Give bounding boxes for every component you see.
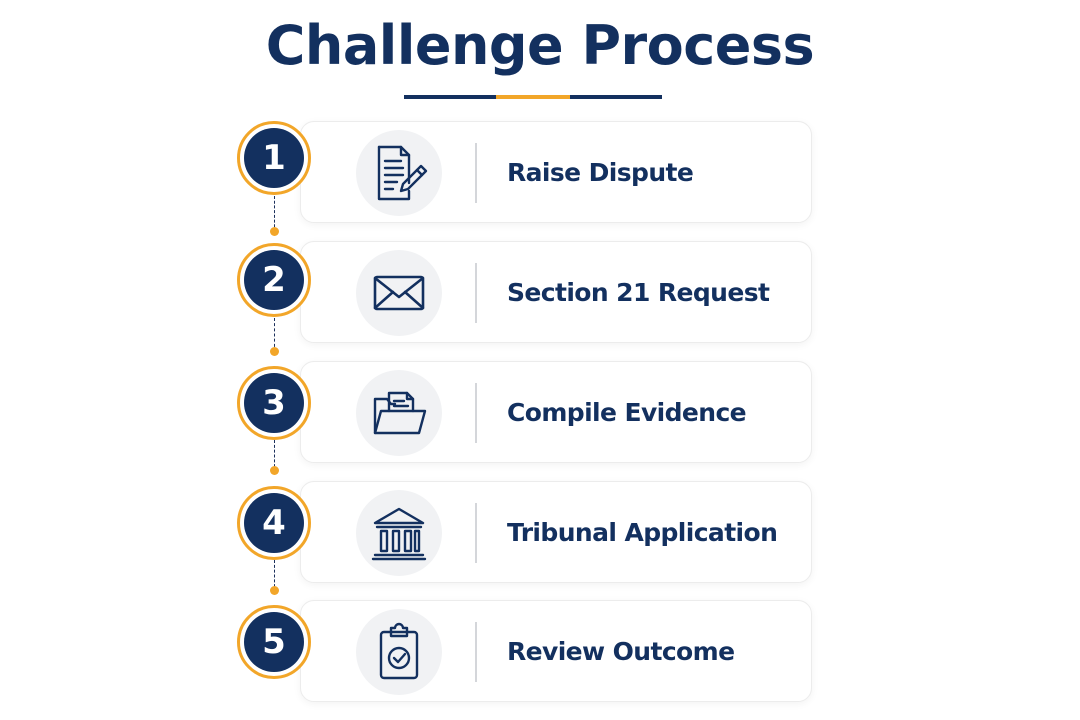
underline-left-segment	[404, 95, 496, 99]
clipboard-check-icon	[379, 622, 419, 680]
step-icon-circle	[356, 609, 442, 695]
step-label: Section 21 Request	[507, 278, 770, 307]
step-divider	[475, 503, 477, 563]
step-number: 4	[244, 493, 304, 553]
envelope-icon	[373, 275, 425, 311]
step-label: Tribunal Application	[507, 518, 778, 547]
connector-dot	[270, 227, 279, 236]
step-divider	[475, 263, 477, 323]
step-number: 2	[244, 250, 304, 310]
step-number-badge-3: 3	[237, 366, 311, 440]
step-number-badge-1: 1	[237, 121, 311, 195]
courthouse-icon	[371, 507, 427, 561]
step-number: 5	[244, 612, 304, 672]
step-number-badge-2: 2	[237, 243, 311, 317]
step-connector	[274, 560, 275, 592]
step-label: Review Outcome	[507, 637, 735, 666]
step-card-1: Raise Dispute	[300, 121, 812, 223]
step-number: 3	[244, 373, 304, 433]
step-card-4: Tribunal Application	[300, 481, 812, 583]
title-underline	[404, 95, 662, 99]
step-icon-circle	[356, 490, 442, 576]
document-edit-icon	[377, 145, 428, 201]
step-card-5: Review Outcome	[300, 600, 812, 702]
connector-dot	[270, 347, 279, 356]
step-icon-circle	[356, 250, 442, 336]
step-number-badge-5: 5	[237, 605, 311, 679]
step-label: Raise Dispute	[507, 158, 694, 187]
folder-icon	[373, 391, 427, 435]
connector-dot	[270, 466, 279, 475]
connector-dot	[270, 586, 279, 595]
step-label: Compile Evidence	[507, 398, 747, 427]
step-icon-circle	[356, 130, 442, 216]
step-connector	[274, 440, 275, 472]
step-connector	[274, 196, 275, 232]
step-divider	[475, 622, 477, 682]
step-number: 1	[244, 128, 304, 188]
step-connector	[274, 318, 275, 352]
underline-right-segment	[570, 95, 662, 99]
step-number-badge-4: 4	[237, 486, 311, 560]
page-title: Challenge Process	[265, 14, 815, 77]
step-card-3: Compile Evidence	[300, 361, 812, 463]
underline-accent-segment	[496, 95, 570, 99]
step-card-2: Section 21 Request	[300, 241, 812, 343]
step-divider	[475, 143, 477, 203]
step-icon-circle	[356, 370, 442, 456]
step-divider	[475, 383, 477, 443]
